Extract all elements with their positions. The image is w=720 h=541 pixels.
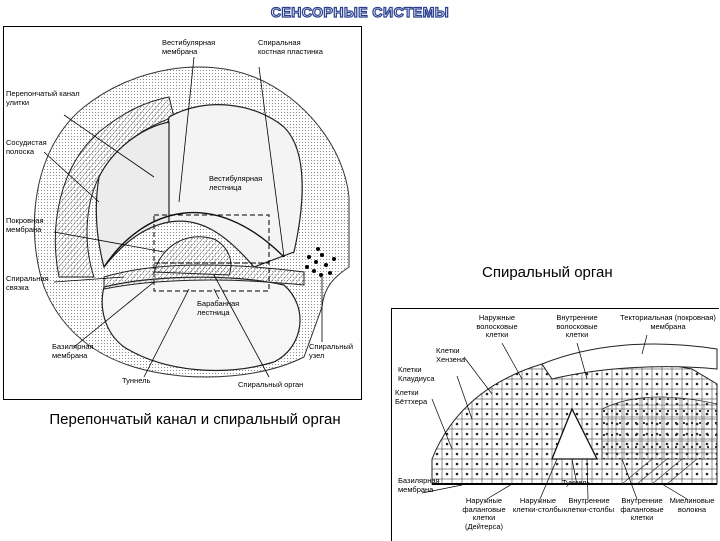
page-title: СЕНСОРНЫЕ СИСТЕМЫ — [270, 3, 450, 20]
label-claudius-cells: Клетки Клаудиуса — [398, 365, 435, 383]
label-tectorial-membrane-right: Текториальная (покровная) мембрана — [620, 313, 716, 331]
label-spiral-ganglion: Спиральный узел — [309, 342, 354, 360]
label-inner-hair-cells: Внутренние волосковые клетки — [556, 313, 598, 339]
scala-media — [95, 121, 170, 269]
label-myelinated-fibers: Миелиновые волокна — [669, 496, 715, 514]
spiral-organ-shape — [153, 236, 232, 276]
label-vestibular-canal: Вестибулярная лестница — [209, 174, 263, 192]
label-outer-hair-cells: Наружные волосковые клетки — [476, 313, 518, 339]
cochlear-duct-diagram: Вестибулярная мембрана Спиральная костна… — [3, 26, 362, 400]
tunnel-shape — [551, 407, 599, 460]
spiral-organ-diagram: Наружные волосковые клетки Внутренние во… — [391, 308, 719, 541]
label-inner-phalangeal: Внутренние фаланговые клетки — [620, 496, 664, 522]
label-vestibular-membrane: Вестибулярная мембрана — [162, 38, 216, 56]
leader-lines — [43, 56, 323, 378]
nerve-fibers — [621, 458, 698, 485]
label-outer-pillar: Наружные клетки-столбы — [512, 496, 564, 514]
label-boettcher-cells: Клетки Бёттхера — [395, 388, 428, 406]
label-tectorial-membrane: Покровная мембрана — [6, 216, 44, 234]
label-hensen-cells: Клетки Хензена — [436, 346, 466, 364]
label-cochlear-duct: Перепончатый канал улитки — [6, 89, 80, 107]
spiral-organ-drawing — [421, 334, 718, 500]
caption-spiral-organ: Спиральный орган — [482, 264, 613, 281]
vestibular-membrane-line — [103, 211, 285, 268]
label-tympanic-canal: Барабанная лестница — [197, 299, 240, 317]
label-outer-phalangeal: Наружные фаланговые клетки (Дейтерса) — [462, 496, 506, 531]
label-basilar-membrane-right: Базилярная мембрана — [398, 476, 440, 494]
spiral-ganglion-dots — [305, 247, 336, 277]
label-inner-pillar: Внутренние клетки-столбы — [563, 496, 615, 514]
inner-cells-region — [601, 396, 718, 460]
cochlear-duct-drawing — [33, 56, 350, 378]
tectorial-membrane-shape — [541, 343, 718, 380]
dashed-box-bottom — [153, 262, 270, 292]
right-leader-lines — [421, 334, 688, 500]
label-tunnel-right: Туннель — [562, 478, 591, 487]
label-stria-vascularis: Сосудистая полоска — [6, 138, 47, 156]
caption-membranous-canal: Перепончатый канал и спиральный орган — [49, 411, 341, 428]
label-spiral-ligament: Спиральная связка — [6, 274, 49, 292]
label-tunnel: Туннель — [122, 376, 151, 385]
label-spiral-organ: Спиральный орган — [238, 380, 304, 389]
label-basilar-membrane: Базилярная мембрана — [52, 342, 94, 360]
label-spiral-bony-lamina: Спиральная костная пластинка — [258, 38, 323, 56]
